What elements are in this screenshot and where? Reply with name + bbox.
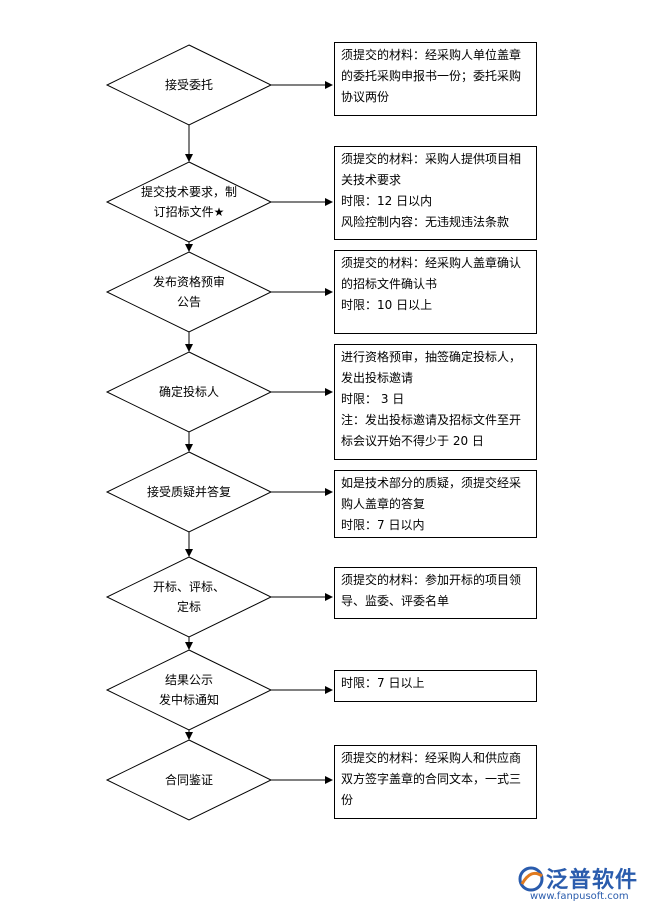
note-box-6: 须提交的材料：参加开标的项目领导、监委、评委名单 — [334, 567, 537, 619]
step-label: 确定投标人 — [159, 384, 219, 399]
note-line: 时限： 3 日 — [341, 392, 405, 406]
diamond-shape — [105, 556, 273, 638]
note-box-2: 须提交的材料：采购人提供项目相关技术要求时限：12 日以内风险控制内容：无违规违… — [334, 146, 537, 240]
note-line: 导、监委、评委名单 — [341, 594, 450, 608]
step-label: 发布资格预审 — [153, 274, 225, 289]
diamond-shape — [105, 161, 273, 243]
note-line: 须提交的材料：经采购人和供应商 — [341, 751, 522, 765]
step-diamond-4: 确定投标人 — [105, 351, 273, 433]
step-label: 公告 — [177, 295, 201, 309]
note-line: 时限：12 日以内 — [341, 194, 433, 208]
note-line: 进行资格预审，抽签确定投标人， — [341, 350, 522, 364]
step-label: 合同鉴证 — [165, 772, 213, 787]
note-line: 须提交的材料：采购人提供项目相 — [341, 152, 522, 166]
note-line: 关技术要求 — [341, 173, 402, 187]
note-line: 须提交的材料：经采购人单位盖章 — [341, 48, 522, 62]
step-label: 订招标文件★ — [154, 204, 225, 219]
note-line: 时限：7 日以内 — [341, 518, 425, 532]
diamond-shape — [105, 451, 273, 533]
note-line: 注：发出投标邀请及招标文件至开 — [341, 413, 522, 427]
logo-name: 泛普软件 — [546, 868, 639, 893]
logo-url: www.fanpusoft.com — [530, 891, 629, 902]
step-label: 结果公示 — [165, 673, 213, 687]
note-box-3: 须提交的材料：经采购人盖章确认的招标文件确认书时限：10 日以上 — [334, 250, 537, 334]
note-line: 须提交的材料：经采购人盖章确认 — [341, 256, 522, 270]
diamond-shape — [105, 351, 273, 433]
note-line: 发出投标邀请 — [341, 371, 414, 385]
note-line: 风险控制内容：无违规违法条款 — [341, 215, 510, 229]
note-box-5: 如是技术部分的质疑，须提交经采购人盖章的答复时限：7 日以内 — [334, 470, 537, 538]
note-line: 须提交的材料：参加开标的项目领 — [341, 573, 522, 587]
note-line: 的招标文件确认书 — [341, 277, 438, 291]
logo: 泛普软件 www.fanpusoft.com — [516, 862, 644, 906]
diamond-shape — [105, 44, 273, 126]
note-box-8: 须提交的材料：经采购人和供应商双方签字盖章的合同文本，一式三份 — [334, 745, 537, 819]
note-line: 的委托采购申报书一份；委托采购 — [341, 69, 522, 83]
note-box-1: 须提交的材料：经采购人单位盖章的委托采购申报书一份；委托采购协议两份 — [334, 42, 537, 116]
note-box-7: 时限：7 日以上 — [334, 670, 537, 702]
note-box-4: 进行资格预审，抽签确定投标人， 发出投标邀请时限： 3 日注：发出投标邀请及招标文… — [334, 344, 537, 460]
step-label: 接受质疑并答复 — [147, 484, 231, 499]
fanpu-logo-icon — [518, 866, 544, 892]
note-line: 标会议开始不得少于 20 日 — [341, 434, 484, 448]
step-diamond-1: 接受委托 — [105, 44, 273, 126]
step-diamond-5: 接受质疑并答复 — [105, 451, 273, 533]
note-line: 时限：10 日以上 — [341, 298, 433, 312]
diamond-shape — [105, 649, 273, 731]
step-label: 接受委托 — [165, 77, 213, 92]
diamond-shape — [105, 739, 273, 821]
step-label: 提交技术要求，制 — [141, 184, 237, 199]
note-line: 时限：7 日以上 — [341, 676, 425, 690]
note-line: 双方签字盖章的合同文本，一式三 — [341, 772, 522, 786]
step-label: 开标、评标、 — [153, 580, 225, 594]
note-line: 份 — [341, 793, 354, 807]
step-diamond-6: 开标、评标、定标 — [105, 556, 273, 638]
note-line: 购人盖章的答复 — [341, 497, 426, 511]
step-label: 发中标通知 — [159, 692, 219, 707]
note-line: 如是技术部分的质疑，须提交经采 — [341, 476, 522, 490]
note-line: 协议两份 — [341, 90, 390, 104]
step-label: 定标 — [177, 599, 201, 614]
diamond-shape — [105, 251, 273, 333]
step-diamond-8: 合同鉴证 — [105, 739, 273, 821]
